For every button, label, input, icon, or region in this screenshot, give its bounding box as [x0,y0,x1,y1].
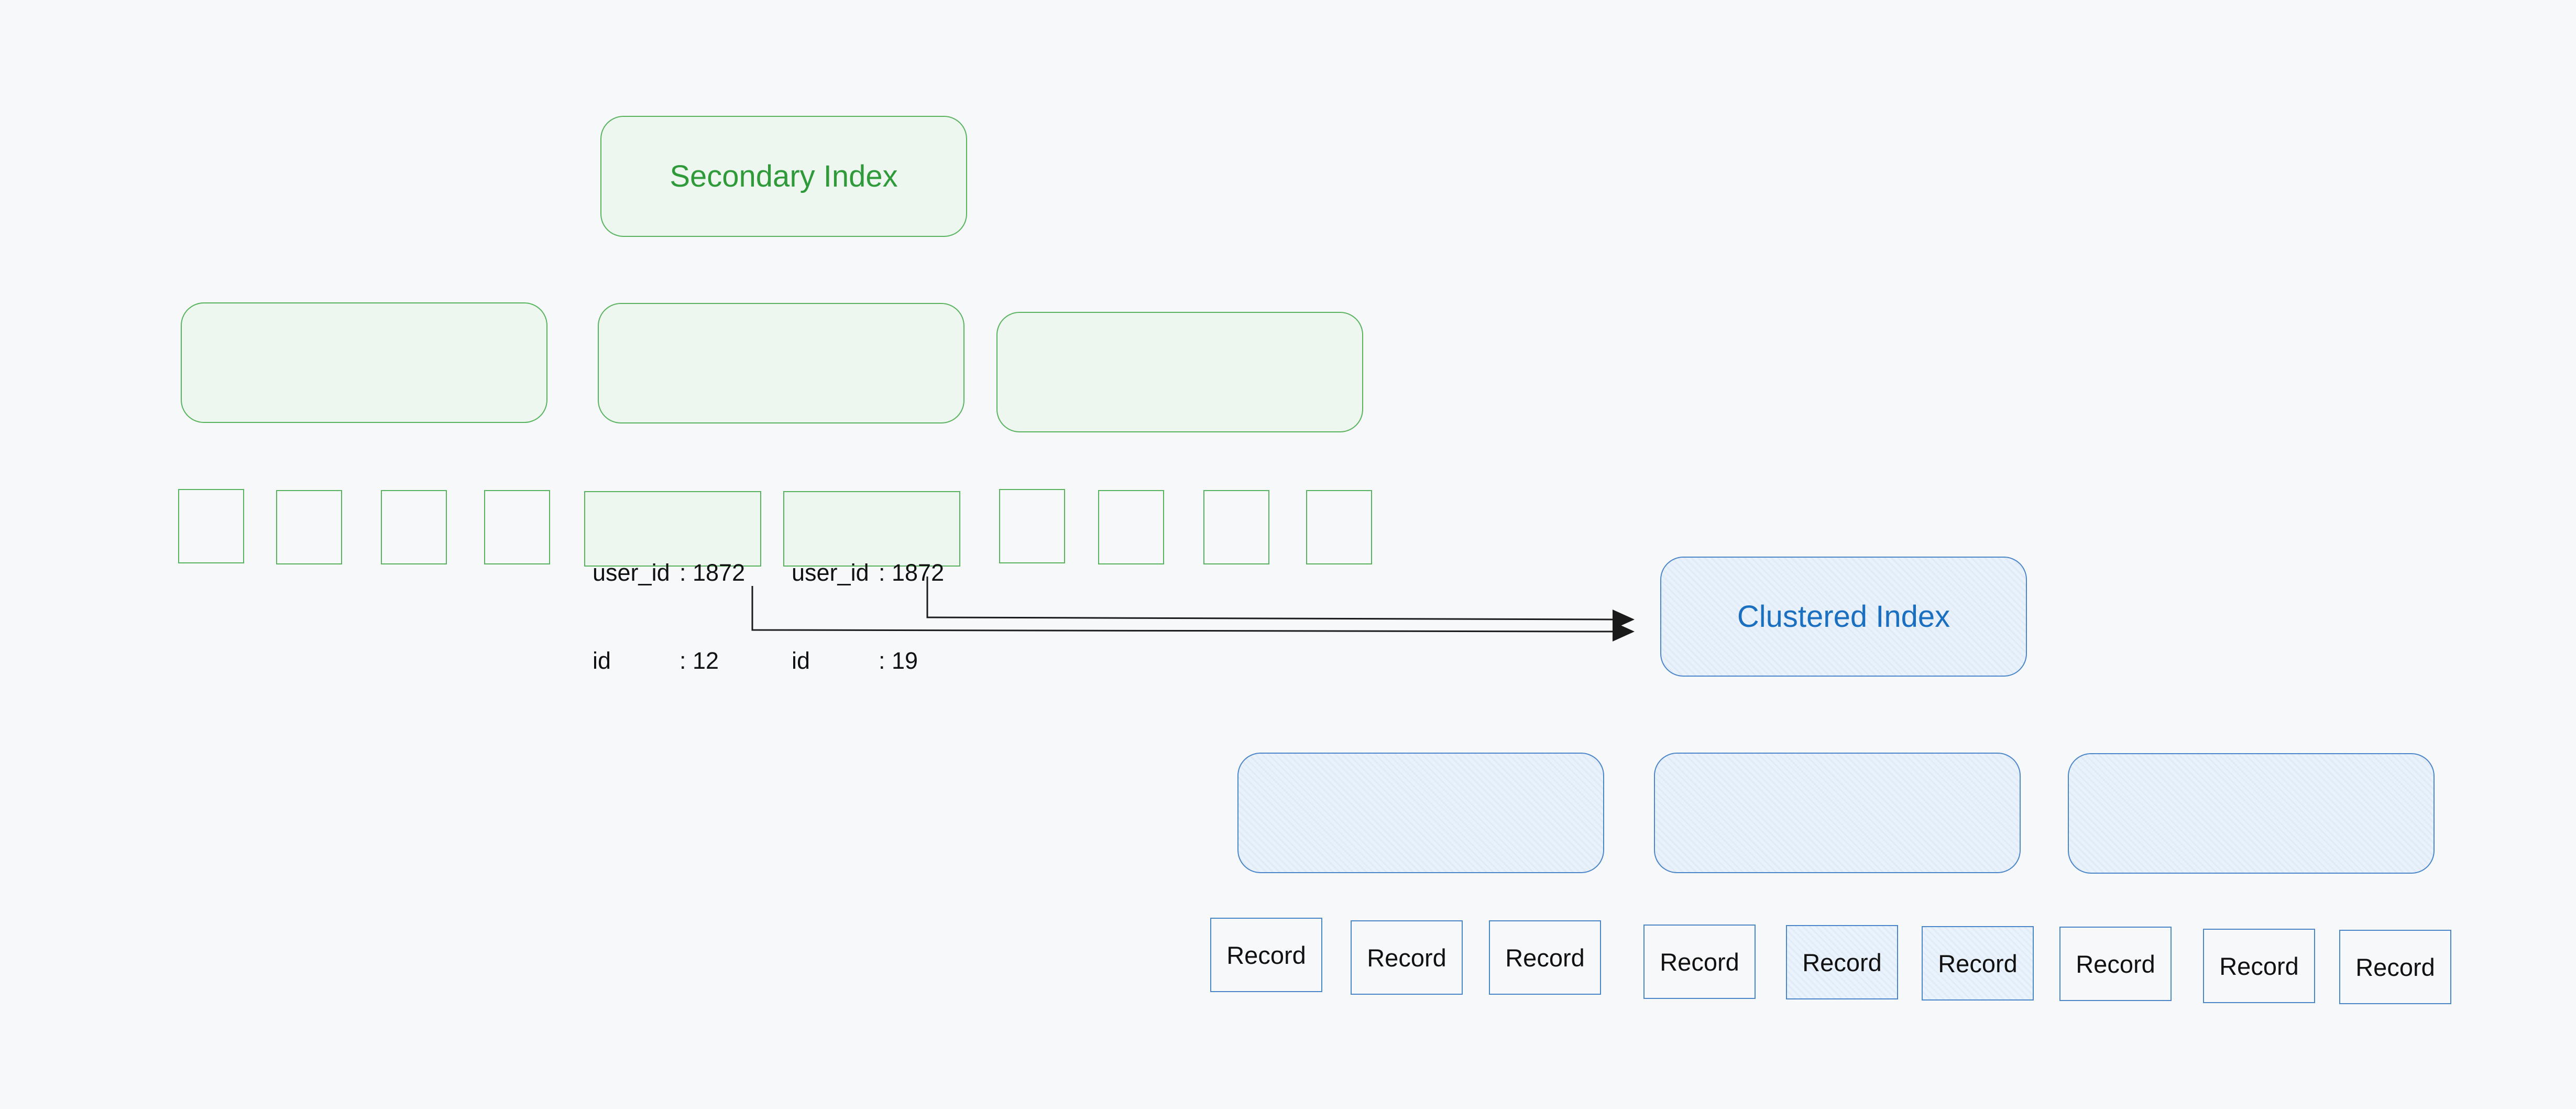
clustered-record: Record [1643,925,1756,999]
edge-entry2-to-clustered [926,577,1635,629]
record-label: Record [2076,950,2155,978]
secondary-index-leaf [484,490,550,564]
secondary-index-internal-node [598,303,964,423]
user-id-value: : 1872 [879,559,945,586]
record-label: Record [1660,948,1739,976]
record-label: Record [1367,943,1446,972]
secondary-index-leaf [1098,490,1164,564]
secondary-index-root: Secondary Index [600,116,967,237]
secondary-index-leaf [999,489,1065,563]
secondary-entry-2: user_id : 1872 id : 19 [783,491,960,674]
user-id-value: : 1872 [679,559,746,586]
clustered-record: Record [1922,926,2034,1001]
clustered-record: Record [1786,925,1898,999]
arrowhead-icon [1613,610,1635,629]
record-label: Record [1505,943,1585,972]
secondary-index-leaf [1203,490,1269,564]
secondary-index-title: Secondary Index [670,159,898,193]
clustered-record: Record [1351,920,1463,995]
record-label: Record [1938,949,2018,977]
secondary-index-internal-node [181,302,547,423]
edge-entry1-to-clustered [751,586,1635,642]
record-label: Record [1802,948,1882,976]
record-label: Record [2355,953,2435,981]
id-value: : 12 [679,647,719,674]
clustered-record: Record [2339,930,2451,1004]
id-value: : 19 [879,647,918,674]
clustered-index-root: Clustered Index [1660,557,2027,677]
user-id-key: user_id [593,559,670,586]
clustered-index-internal-node [1237,753,1604,873]
secondary-index-leaf [178,489,244,563]
clustered-index-title: Clustered Index [1737,600,1950,634]
clustered-index-internal-node [2068,753,2435,874]
clustered-record: Record [1489,920,1601,995]
user-id-key: user_id [792,559,869,586]
record-label: Record [2219,952,2299,980]
secondary-entry-1: user_id : 1872 id : 12 [584,491,761,674]
id-key: id [593,647,611,674]
secondary-index-leaf [1306,490,1372,564]
secondary-index-internal-node [996,312,1363,432]
clustered-record: Record [1210,918,1322,992]
clustered-record: Record [2203,929,2315,1003]
clustered-index-internal-node [1654,753,2021,873]
record-label: Record [1226,941,1306,969]
secondary-index-leaf [381,490,447,564]
secondary-index-leaf [276,490,342,564]
clustered-record: Record [2059,927,2172,1001]
id-key: id [792,647,810,674]
